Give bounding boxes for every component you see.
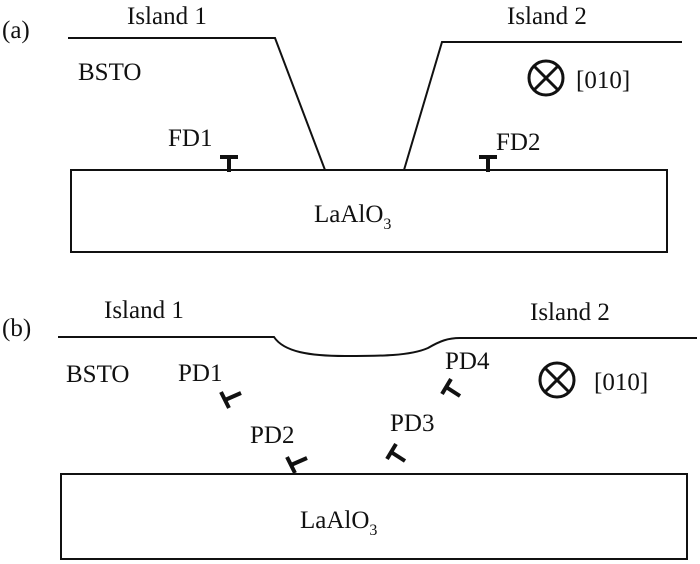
panel-a-substrate bbox=[70, 169, 668, 253]
panel-b-direction-label: [010] bbox=[594, 369, 648, 396]
panel-b: (b) Island 1 Island 2 BSTO LaAlO3 [010] … bbox=[2, 297, 697, 560]
panel-a-bsto-label: BSTO bbox=[78, 59, 141, 86]
panel-b-island-2-label: Island 2 bbox=[530, 299, 610, 326]
panel-b-pd3-label: PD3 bbox=[390, 410, 434, 437]
panel-b-pd4-label: PD4 bbox=[445, 348, 490, 375]
panel-b-direction-icon bbox=[538, 361, 576, 399]
panel-b-pd2-label: PD2 bbox=[250, 422, 294, 449]
panel-b-pd1-dislocation-icon bbox=[219, 391, 242, 409]
panel-a-fd1-dislocation-icon bbox=[220, 155, 238, 172]
panel-b-pd4-dislocation-icon bbox=[440, 377, 462, 398]
panel-b-island-1-label: Island 1 bbox=[104, 297, 184, 324]
panel-b-pd2-dislocation-icon bbox=[285, 456, 308, 474]
panel-b-substrate-label: LaAlO3 bbox=[300, 507, 377, 539]
panel-a-island-2-label: Island 2 bbox=[507, 3, 587, 30]
panel-b-surface-outline bbox=[58, 336, 697, 358]
panel-a-fd2-label: FD2 bbox=[496, 129, 540, 156]
panel-a-direction-icon bbox=[527, 59, 565, 97]
panel-b-tag: (b) bbox=[2, 315, 31, 342]
panel-a-fd2-dislocation-icon bbox=[479, 155, 497, 172]
panel-a-direction-label: [010] bbox=[576, 67, 630, 94]
panel-a-tag: (a) bbox=[2, 17, 30, 44]
panel-a-island-1-label: Island 1 bbox=[127, 3, 207, 30]
panel-a-substrate-label: LaAlO3 bbox=[314, 201, 391, 233]
panel-b-substrate bbox=[60, 473, 688, 560]
panel-a-island-outline bbox=[68, 37, 682, 171]
panel-a: (a) Island 1 Island 2 BSTO LaAlO3 [010] … bbox=[2, 3, 682, 253]
panel-b-pd1-label: PD1 bbox=[178, 360, 222, 387]
panel-b-pd3-dislocation-icon bbox=[385, 442, 407, 463]
panel-b-bsto-label: BSTO bbox=[66, 361, 129, 388]
panel-a-fd1-label: FD1 bbox=[168, 125, 212, 152]
